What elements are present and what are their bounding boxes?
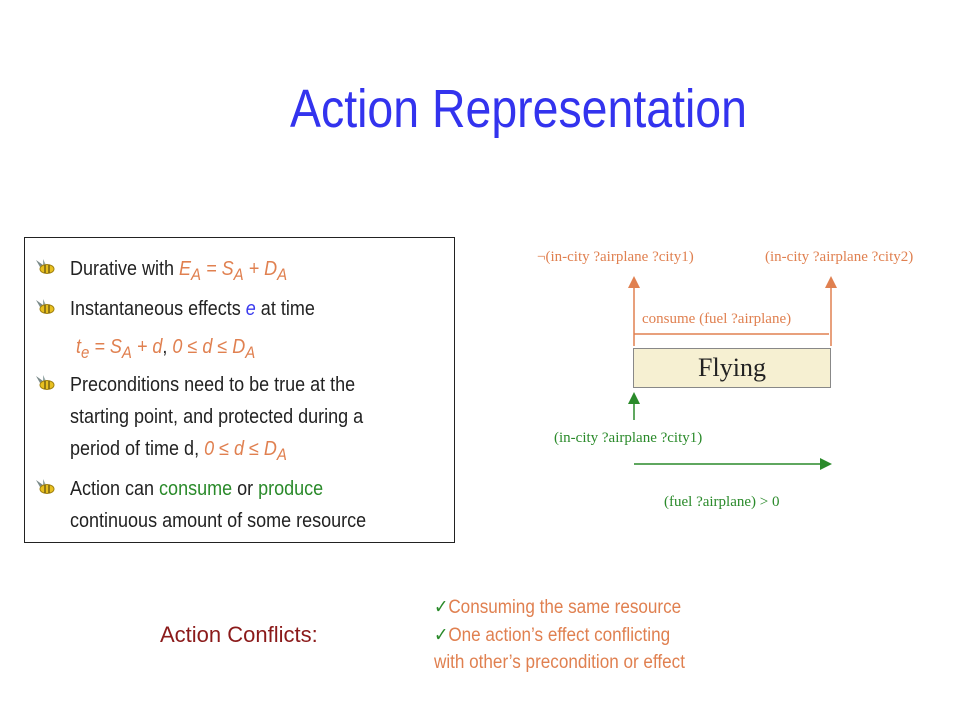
formula-t: t	[76, 336, 82, 358]
formula-plus: + d	[131, 336, 163, 358]
bullet-resource-line2: continuous amount of some resource	[70, 510, 367, 532]
formula-e: E	[179, 258, 192, 280]
bullet-text: Instantaneous effects	[70, 298, 246, 320]
bee-bullet-icon	[36, 259, 55, 274]
bullet-preconditions-line3: period of time d, 0 ≤ d ≤ DA	[70, 438, 287, 465]
conflict-item-continued: with other’s precondition or effect	[434, 652, 685, 673]
checkmark-icon: ✓	[434, 625, 449, 646]
subscript: A	[245, 343, 256, 362]
bee-bullet-icon	[36, 299, 55, 314]
bullet-resource-line1: Action can consume or produce	[70, 478, 323, 501]
conflict-item: ✓One action’s effect conflicting	[434, 624, 670, 647]
bee-bullet-icon	[36, 479, 55, 494]
bullet-text: at time	[255, 298, 315, 320]
formula-eq: = S	[89, 336, 122, 358]
conflict-text: Consuming the same resource	[448, 597, 682, 618]
bullet-preconditions-line1: Preconditions need to be true at the	[70, 374, 356, 396]
bullet-text: Action can	[70, 478, 160, 500]
effect-symbol: e	[245, 298, 256, 320]
bullet-durative: Durative with EA = SA + DA	[70, 258, 287, 285]
bullet-box	[24, 237, 455, 543]
subscript: A	[191, 265, 202, 284]
formula-comma: ,	[162, 336, 173, 358]
bullet-text: Durative with	[70, 258, 180, 280]
action-box: Flying	[633, 348, 831, 388]
bullet-effect-time-formula: te = SA + d, 0 ≤ d ≤ DA	[76, 336, 255, 363]
conflicts-title: Action Conflicts:	[160, 622, 318, 647]
formula-range: 0 ≤ d ≤ D	[204, 438, 277, 460]
formula-eq: = S	[201, 258, 234, 280]
conflict-text: One action’s effect conflicting	[448, 625, 671, 646]
formula-range: 0 ≤ d ≤ D	[172, 336, 246, 358]
bullet-preconditions-line2: starting point, and protected during a	[70, 406, 364, 428]
subscript: A	[121, 343, 132, 362]
consume-label: consume (fuel ?airplane)	[642, 311, 792, 327]
resource-condition-label: (fuel ?airplane) > 0	[664, 494, 780, 510]
consume-word: consume	[159, 478, 233, 500]
effect-start-label: ¬(in-city ?airplane ?city1)	[537, 249, 694, 265]
subscript: e	[81, 343, 90, 362]
effect-end-label: (in-city ?airplane ?city2)	[765, 249, 914, 265]
page-title: Action Representation	[290, 79, 747, 139]
subscript: A	[233, 265, 244, 284]
bullet-text: period of time d,	[70, 438, 205, 460]
bullet-instantaneous: Instantaneous effects e at time	[70, 298, 315, 321]
bee-bullet-icon	[36, 375, 55, 390]
checkmark-icon: ✓	[434, 597, 449, 618]
bullet-text: or	[232, 478, 259, 500]
produce-word: produce	[258, 478, 324, 500]
precondition-label: (in-city ?airplane ?city1)	[554, 430, 703, 446]
subscript: A	[276, 445, 287, 464]
conflict-item: ✓Consuming the same resource	[434, 596, 681, 619]
subscript: A	[277, 265, 288, 284]
formula-plus: + D	[243, 258, 278, 280]
